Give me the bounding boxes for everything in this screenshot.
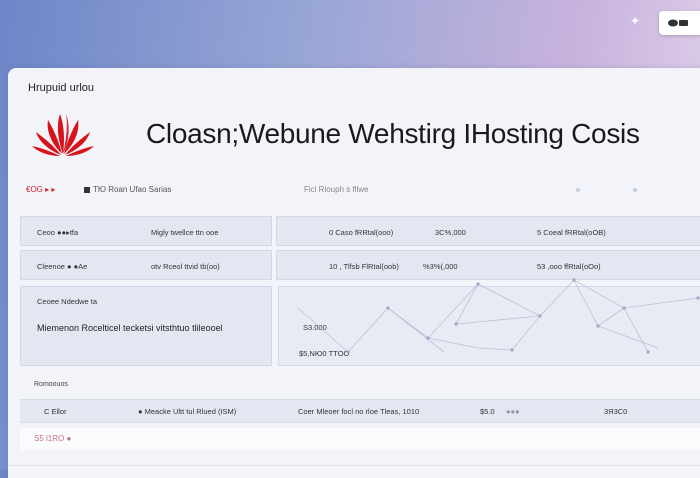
plan-label: Ceoee Ndedwe ta [37,297,98,306]
price-card-2[interactable]: 10 , Tlfsb FlRtal(oob) %3%(,000 53 ,ooo … [276,250,700,280]
summary-col-5: ●●● [506,407,520,416]
tag-row: S5 l1RO ● [20,428,700,450]
summary-col-1: C Ellor [44,407,67,416]
price-card-1[interactable]: 0 Caso fRRtal(ooo) 3С%,000 5 Coeal fRRta… [276,216,700,246]
tab-red[interactable]: €OG ▸ ▸ [26,185,56,194]
summary-col-2: ● Meacke Ultt tul Rlued (ISM) [138,407,237,416]
page-title: Cloasn;Webune Wehstirg IHosting Cosis [146,118,640,149]
tag-label[interactable]: S5 l1RO ● [34,434,72,443]
corner-logo-button[interactable] [659,11,700,35]
price-low: S3.000 [303,323,327,332]
section-label: Romoouos [34,381,68,388]
huawei-logo-icon [32,114,94,156]
sparkle-icon: ✦ [630,14,641,28]
summary-col-3: Coer Mleoer focl no rloe Tleas, 1010 [298,407,420,416]
summary-col-4: $5.0 [480,407,495,416]
price-value: 0 Caso fRRtal(ooo) [329,228,394,237]
plan-card-3[interactable]: Ceoee Ndedwe ta Miemenon Rocelticel teck… [20,286,272,366]
summary-row[interactable]: C Ellor ● Meacke Ultt tul Rlued (ISM) Co… [20,399,700,423]
main-panel: Hrupuid urlou Cloasn;Webune Wehstirg IHo… [8,68,700,478]
top-bar: ✦ [0,0,700,66]
tab-filter[interactable]: Ficl Rlouph s fllwe [304,185,369,194]
plan-name: Migly twellce ttn ooe [151,228,219,237]
price-value: 5 Coeal fRRtal(oOB) [537,228,606,237]
tab-row: €OG ▸ ▸ ТЮ Roan Ufao Sarias Ficl Rlouph … [8,182,700,202]
logo-icon [668,19,688,27]
price-high: $5,NЮ0 TTOO [299,349,350,358]
network-graph [297,278,700,354]
footer-divider [8,465,700,466]
plan-card-1[interactable]: Ceoo ●●▸tfa Migly twellce ttn ooe [20,216,272,246]
price-amount: %3%(,000 [423,262,458,271]
plan-label: Cleenoe ● ●Ae [37,262,88,271]
price-value: 53 ,ooo ffRtal(oOo) [537,262,601,271]
brand-name: Hrupuid urlou [28,82,95,94]
price-amount: 3С%,000 [435,228,466,237]
dot-icon [633,188,637,192]
tab-series-label: ТЮ Roan Ufao Sarias [93,185,172,194]
dot-icon [576,188,580,192]
plan-name: otv Rceol ttvid tb(oo) [151,262,220,271]
square-icon [84,186,90,193]
tab-series[interactable]: ТЮ Roan Ufao Sarias [84,185,171,194]
summary-col-6: 3Я3С0 [604,407,628,416]
price-value: 10 , Tlfsb FlRtal(oob) [329,262,399,271]
plan-description: Miemenon Rocelticel tecketsi vitsthtuo t… [37,323,223,333]
plan-card-2[interactable]: Cleenoe ● ●Ae otv Rceol ttvid tb(oo) [20,250,272,280]
plan-label: Ceoo ●●▸tfa [37,228,79,237]
